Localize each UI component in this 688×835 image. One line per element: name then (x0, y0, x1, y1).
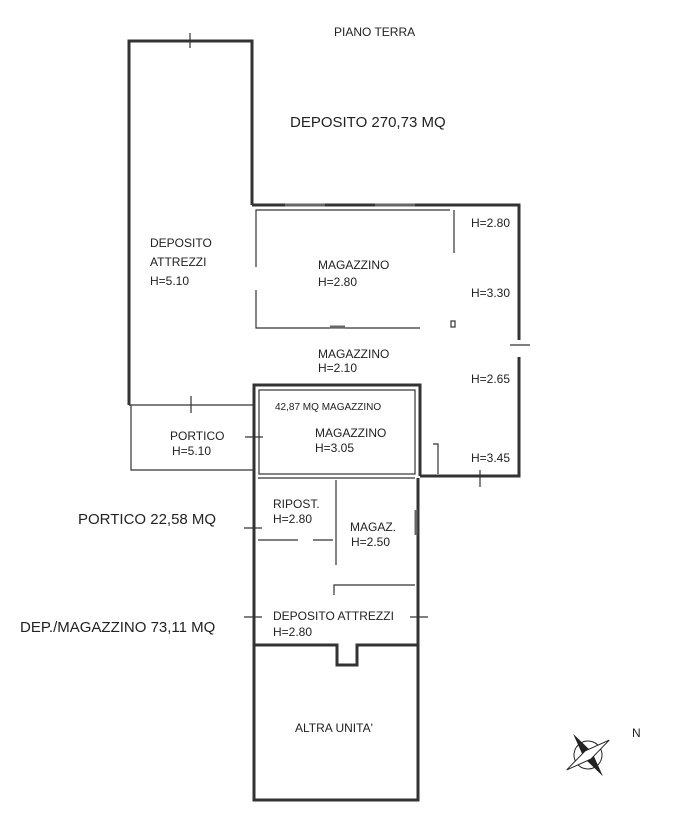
side-heights: H=2.80 H=3.30 H=2.65 H=3.45 (471, 216, 510, 465)
svg-text:H=2.80: H=2.80 (318, 275, 357, 289)
svg-text:H=2.65: H=2.65 (471, 372, 510, 386)
room-ripost: RIPOST. H=2.80 (273, 497, 320, 526)
room-magaz: MAGAZ. H=2.50 (350, 520, 396, 549)
svg-text:DEPOSITO ATTREZZI: DEPOSITO ATTREZZI (273, 609, 394, 623)
svg-text:MAGAZZINO: MAGAZZINO (318, 347, 389, 361)
room-deposito-attrezzi: DEPOSITO ATTREZZI H=5.10 (150, 236, 212, 288)
area-deposito: DEPOSITO 270,73 MQ (290, 114, 446, 131)
room-magazzino-middle: MAGAZZINO H=2.10 (318, 347, 389, 375)
svg-text:H=3.05: H=3.05 (315, 441, 354, 455)
svg-text:H=3.30: H=3.30 (471, 286, 510, 300)
room-altra-unita: ALTRA UNITA' (295, 721, 373, 735)
svg-text:ATTREZZI: ATTREZZI (150, 255, 206, 269)
plan-title: PIANO TERRA (334, 25, 415, 39)
room-magazzino-upper: MAGAZZINO H=2.80 (318, 258, 389, 289)
svg-text:PORTICO: PORTICO (170, 429, 224, 443)
area-dep-magazzino: DEP./MAGAZZINO 73,11 MQ (20, 619, 215, 636)
svg-text:MAGAZZINO: MAGAZZINO (318, 258, 389, 272)
svg-text:DEPOSITO: DEPOSITO (150, 236, 212, 250)
svg-text:MAGAZ.: MAGAZ. (350, 520, 396, 534)
area-portico: PORTICO 22,58 MQ (78, 511, 216, 528)
room-portico: PORTICO H=5.10 (170, 429, 224, 458)
svg-text:H=2.10: H=2.10 (318, 361, 357, 375)
compass-icon (566, 733, 610, 777)
area-magazzino-small: 42,87 MQ MAGAZZINO (275, 402, 381, 413)
room-deposito-attrezzi-2: DEPOSITO ATTREZZI H=2.80 (273, 609, 394, 639)
svg-text:MAGAZZINO: MAGAZZINO (315, 426, 386, 440)
svg-text:H=5.10: H=5.10 (172, 444, 211, 458)
svg-text:H=3.45: H=3.45 (471, 451, 510, 465)
svg-text:H=2.50: H=2.50 (351, 535, 390, 549)
compass-north-label: N (632, 726, 641, 740)
walls (127, 33, 530, 802)
svg-text:RIPOST.: RIPOST. (273, 497, 320, 511)
room-magazzino-lower: MAGAZZINO H=3.05 (315, 426, 386, 455)
svg-text:H=2.80: H=2.80 (273, 512, 312, 526)
svg-text:H=5.10: H=5.10 (150, 274, 189, 288)
svg-text:H=2.80: H=2.80 (471, 216, 510, 230)
svg-text:H=2.80: H=2.80 (273, 625, 312, 639)
